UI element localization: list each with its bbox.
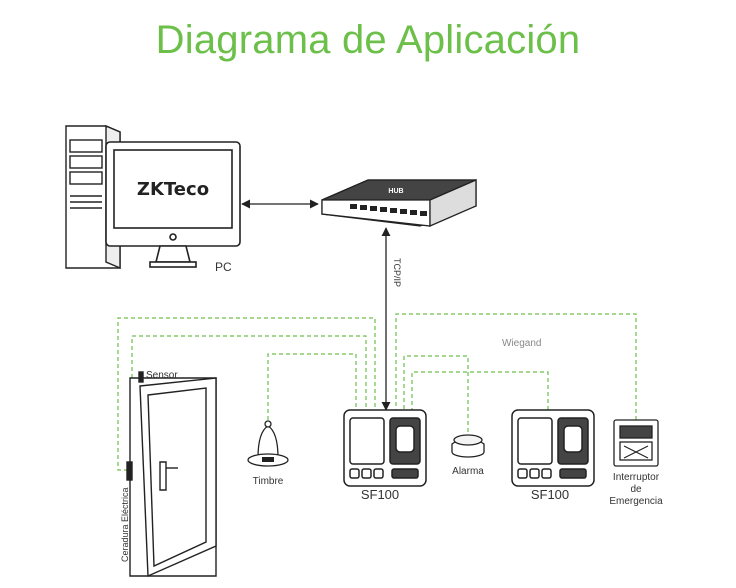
emergency-switch [613, 419, 659, 467]
pc-label: PC [215, 260, 232, 274]
sf100-a-label: SF100 [361, 487, 399, 502]
hub-label: HUB [388, 188, 403, 195]
exit-label-1: Interruptor [613, 472, 660, 483]
alarm-device [451, 434, 485, 458]
sensor-label: Sensor [146, 370, 178, 381]
pc-monitor [105, 141, 241, 268]
pc-logo: ZKTeco [137, 179, 209, 200]
wiegand-label: Wiegand [502, 338, 541, 349]
door [126, 371, 217, 578]
exit-label-2: de [630, 484, 642, 495]
bell-device [247, 420, 289, 467]
bell-label: Timbre [253, 476, 284, 487]
exit-label-3: Emergencia [609, 496, 663, 507]
sf100-a-device [343, 409, 427, 487]
diagram-title: Diagrama de Aplicación [155, 18, 581, 62]
tcpip-label: TCP/IP [392, 258, 402, 287]
sf100-b-device [511, 409, 595, 487]
hub-device [321, 179, 477, 227]
lock-label: Ceradura Eléctrica [120, 487, 130, 562]
sf100-b-label: SF100 [531, 487, 569, 502]
alarm-label: Alarma [452, 466, 484, 477]
